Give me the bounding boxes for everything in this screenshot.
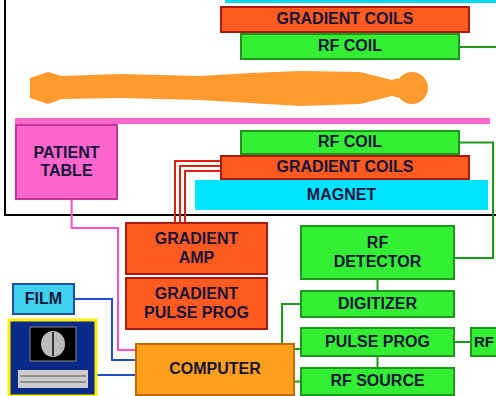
patient-head (396, 72, 428, 104)
signal-wire (377, 280, 378, 290)
box-label: PATIENT TABLE (17, 144, 116, 181)
coil-box: RF COIL (240, 130, 460, 155)
box-label: GRADIENT COILS (277, 10, 414, 28)
monitor-icon (9, 320, 96, 396)
monitor-screen (30, 327, 76, 361)
coil-box: GRADIENT COILS (220, 155, 470, 180)
box-label: MAGNET (307, 186, 376, 204)
process-box: GRADIENT AMP (125, 222, 268, 275)
monitor-cable (95, 374, 135, 376)
box-label: COMPUTER (169, 360, 261, 378)
housing-outline (5, 0, 496, 215)
box-label: RF (474, 333, 494, 350)
keyboard-icon (20, 376, 86, 377)
process-box: RF SOURCE (300, 367, 455, 396)
box-label: RF COIL (318, 133, 382, 151)
box-label: RF DETECTOR (328, 234, 428, 271)
process-box: RF (470, 327, 496, 357)
output-box: FILM (12, 283, 75, 315)
computer-box: COMPUTER (135, 343, 295, 396)
wire-segment (377, 280, 379, 290)
keyboard-icon (20, 382, 86, 383)
wire-segment (282, 304, 300, 343)
table-box: PATIENT TABLE (15, 124, 118, 200)
wire-segment (455, 341, 470, 343)
box-label: GRADIENT COILS (277, 158, 414, 176)
box-label: GRADIENT PULSE PROG (137, 285, 257, 322)
process-box: RF DETECTOR (300, 225, 455, 280)
box-label: RF COIL (318, 37, 382, 55)
coil-box: RF COIL (240, 33, 460, 60)
signal-wire (377, 357, 378, 367)
signal-wire (455, 342, 470, 343)
brain-image (41, 331, 65, 357)
box-label: DIGITIZER (338, 295, 417, 313)
wire-segment (377, 357, 379, 367)
magnet-bar (225, 0, 496, 3)
brain-image (52, 332, 54, 356)
patient-figure (30, 71, 400, 106)
coil-box: GRADIENT COILS (220, 6, 470, 33)
box-label: RF SOURCE (330, 372, 424, 390)
process-box: PULSE PROG (300, 327, 455, 357)
keyboard-icon (18, 370, 88, 388)
signal-wire (282, 304, 300, 343)
magnet-box: MAGNET (195, 180, 488, 210)
process-box: DIGITIZER (300, 290, 455, 318)
coil-wire (460, 46, 496, 48)
process-box: GRADIENT PULSE PROG (125, 277, 268, 330)
box-label: PULSE PROG (325, 333, 430, 351)
box-label: GRADIENT AMP (147, 230, 247, 267)
box-label: FILM (25, 290, 62, 308)
